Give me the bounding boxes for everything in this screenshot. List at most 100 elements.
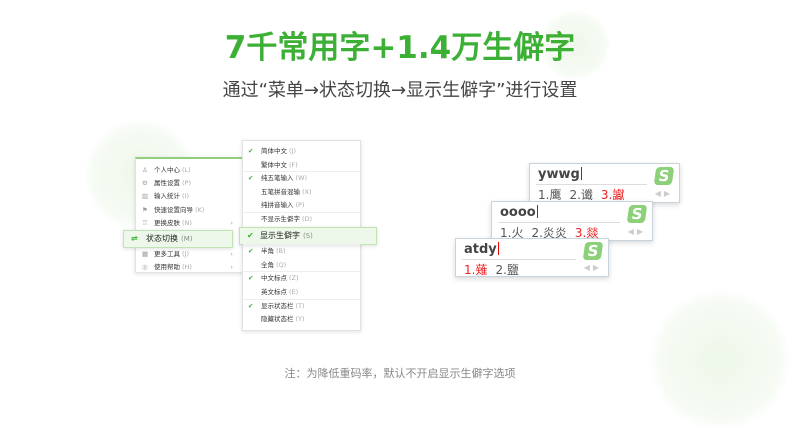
menu-item[interactable]: ▦ 更多工具(J) › <box>136 248 242 261</box>
check-icon: ✔ <box>248 147 254 155</box>
chevron-right-icon: › <box>230 218 233 227</box>
menu-item-label: 状态切换 <box>146 234 178 243</box>
divider <box>243 171 360 173</box>
menu-item[interactable]: ▥ 输入统计(I) <box>136 190 242 203</box>
menu-item-shortcut: (M) <box>181 235 193 243</box>
user-icon: ♙ <box>142 166 148 174</box>
menu-item[interactable]: ♖更换皮肤(N)› <box>136 217 242 230</box>
menu-item-shortcut: (K) <box>195 205 205 214</box>
check-icon: ✔ <box>248 301 254 310</box>
check-icon: ✔ <box>248 274 254 283</box>
menu-item-shortcut: (Q) <box>276 260 287 269</box>
divider <box>536 184 647 185</box>
candidate-list: 1.火 2.炎炎 3.燚 <box>500 224 606 241</box>
menu-item[interactable]: ⚑快速设置向导(K) <box>136 204 242 217</box>
menu-item-label: 属性设置 <box>154 179 180 188</box>
submenu-item[interactable]: 纯拼音输入(P) <box>243 199 360 212</box>
candidate[interactable]: 2.炎炎 <box>531 226 567 240</box>
page-nav-arrows-icon[interactable]: ◀▶ <box>654 189 673 198</box>
candidate[interactable]: 2.鹽 <box>495 263 519 277</box>
menu-item-label: 隐藏状态栏 <box>261 315 294 324</box>
menu-item-shortcut: (J) <box>182 250 189 259</box>
menu-item[interactable]: ♙个人中心(L) <box>136 164 242 177</box>
menu-item-shortcut: (P) <box>295 201 305 210</box>
candidate[interactable]: 3.燚 <box>574 226 599 240</box>
menu-item-shortcut: (L) <box>182 166 191 174</box>
menu-item-shortcut: (Z) <box>289 274 299 283</box>
divider <box>243 271 360 273</box>
candidate[interactable]: 1.火 <box>500 226 524 240</box>
submenu-item[interactable]: ✔ 显示状态栏(T) <box>243 300 360 313</box>
submenu-item[interactable]: 不显示生僻字(D) <box>243 213 360 226</box>
menu-item-label: 更换皮肤 <box>154 218 180 227</box>
divider <box>243 298 360 300</box>
divider <box>243 244 360 246</box>
candidate[interactable]: 3.讞 <box>600 188 625 202</box>
grid-icon: ▦ <box>142 250 149 259</box>
menu-item-shortcut: (B) <box>276 247 286 256</box>
menu-item[interactable]: ⚙ 属性设置(P) <box>136 177 242 190</box>
candidate-list: 1.薙 2.鹽 <box>464 261 527 278</box>
menu-item-shortcut: (E) <box>289 288 299 296</box>
submenu-item[interactable]: 五笔拼音混输(X) <box>243 186 360 199</box>
page-nav-arrows-icon[interactable]: ◀▶ <box>583 263 602 272</box>
submenu-item[interactable]: 隐藏状态栏(Y) <box>243 313 360 326</box>
page-subtitle: 通过“菜单→状态切换→显示生僻字”进行设置 <box>222 80 578 101</box>
submenu-item[interactable]: 繁体中文(F) <box>243 159 360 172</box>
menu-item-label: 纯五笔输入 <box>261 174 294 183</box>
menu-item-label: 繁体中文 <box>261 160 287 169</box>
menu-item-show-rare-chars[interactable]: ✔显示生僻字(S) <box>239 226 377 245</box>
menu-item-label: 使用帮助 <box>154 263 180 272</box>
menu-item-label: 英文标点 <box>261 288 287 296</box>
menu-item[interactable]: ◎ 使用帮助(H) › <box>136 261 242 274</box>
footnote: 注：为降低重码率，默认不开启显示生僻字选项 <box>284 367 516 380</box>
candidate[interactable]: 2.谶 <box>569 188 593 202</box>
help-icon: ◎ <box>142 263 148 272</box>
bg-decoration <box>650 290 790 430</box>
main-menu: ♙个人中心(L) ⚙ 属性设置(P) ▥ 输入统计(I) ⚑快速设置向导(K)♖更换皮肤(… <box>123 157 243 274</box>
menu-item-shortcut: (W) <box>295 174 308 183</box>
menu-item-label: 更多工具 <box>154 250 180 259</box>
menu-item-shortcut: (P) <box>182 179 191 188</box>
candidate[interactable]: 1.鹰 <box>538 188 562 202</box>
menu-item-shortcut: (H) <box>182 263 192 272</box>
check-icon: ✔ <box>248 247 254 256</box>
bar-chart-icon: ▥ <box>142 192 149 201</box>
submenu-item[interactable]: 英文标点(E) <box>243 286 360 299</box>
menu-item-shortcut: (F) <box>289 160 298 169</box>
submenu-item[interactable]: ✔ 半角(B) <box>243 245 360 258</box>
menu-item-status-switch[interactable]: ⇌状态切换(M) <box>123 230 233 248</box>
check-icon: ✔ <box>248 174 254 183</box>
menu-item-label: 输入统计 <box>154 192 180 201</box>
submenu-item[interactable]: ✔ 中文标点(Z) <box>243 272 360 285</box>
divider <box>498 222 620 223</box>
menu-item-label: 显示状态栏 <box>261 301 294 310</box>
page-title: 7千常用字+1.4万生僻字 <box>224 30 576 66</box>
gear-icon: ⚙ <box>142 179 148 188</box>
ime-input-code: ywwg <box>538 167 580 182</box>
menu-item-label: 不显示生僻字 <box>261 215 300 223</box>
submenu-item[interactable]: ✔ 纯五笔输入(W) <box>243 172 360 185</box>
page-nav-arrows-icon[interactable]: ◀▶ <box>627 227 646 236</box>
menu-item-label: 纯拼音输入 <box>261 201 294 210</box>
menu-item-label: 显示生僻字 <box>260 230 300 240</box>
menu-item-shortcut: (D) <box>302 215 313 223</box>
menu-item-label: 简体中文 <box>261 147 287 155</box>
menu-item-label: 中文标点 <box>261 274 287 283</box>
submenu-item[interactable]: ✔简体中文(J) <box>243 145 360 158</box>
chevron-right-icon: › <box>230 263 233 272</box>
menu-item-label: 全角 <box>261 260 274 269</box>
menu-item-shortcut: (I) <box>182 192 189 201</box>
menu-item-shortcut: (X) <box>302 187 312 196</box>
status-submenu: ✔简体中文(J)繁体中文(F)✔纯五笔输入(W)五笔拼音混输(X)纯拼音输入(P… <box>239 140 377 331</box>
menu-item-shortcut: (S) <box>303 231 313 240</box>
menu-item-label: 半角 <box>261 247 274 256</box>
submenu-item[interactable]: 全角(Q) <box>243 259 360 272</box>
ime-input-code: oooo <box>500 205 536 220</box>
candidate[interactable]: 1.薙 <box>464 263 488 277</box>
chevron-right-icon: › <box>230 250 233 259</box>
menu-item-shortcut: (T) <box>295 301 305 310</box>
menu-item-label: 五笔拼音混输 <box>261 187 300 196</box>
sogou-logo-icon: S <box>653 167 675 185</box>
